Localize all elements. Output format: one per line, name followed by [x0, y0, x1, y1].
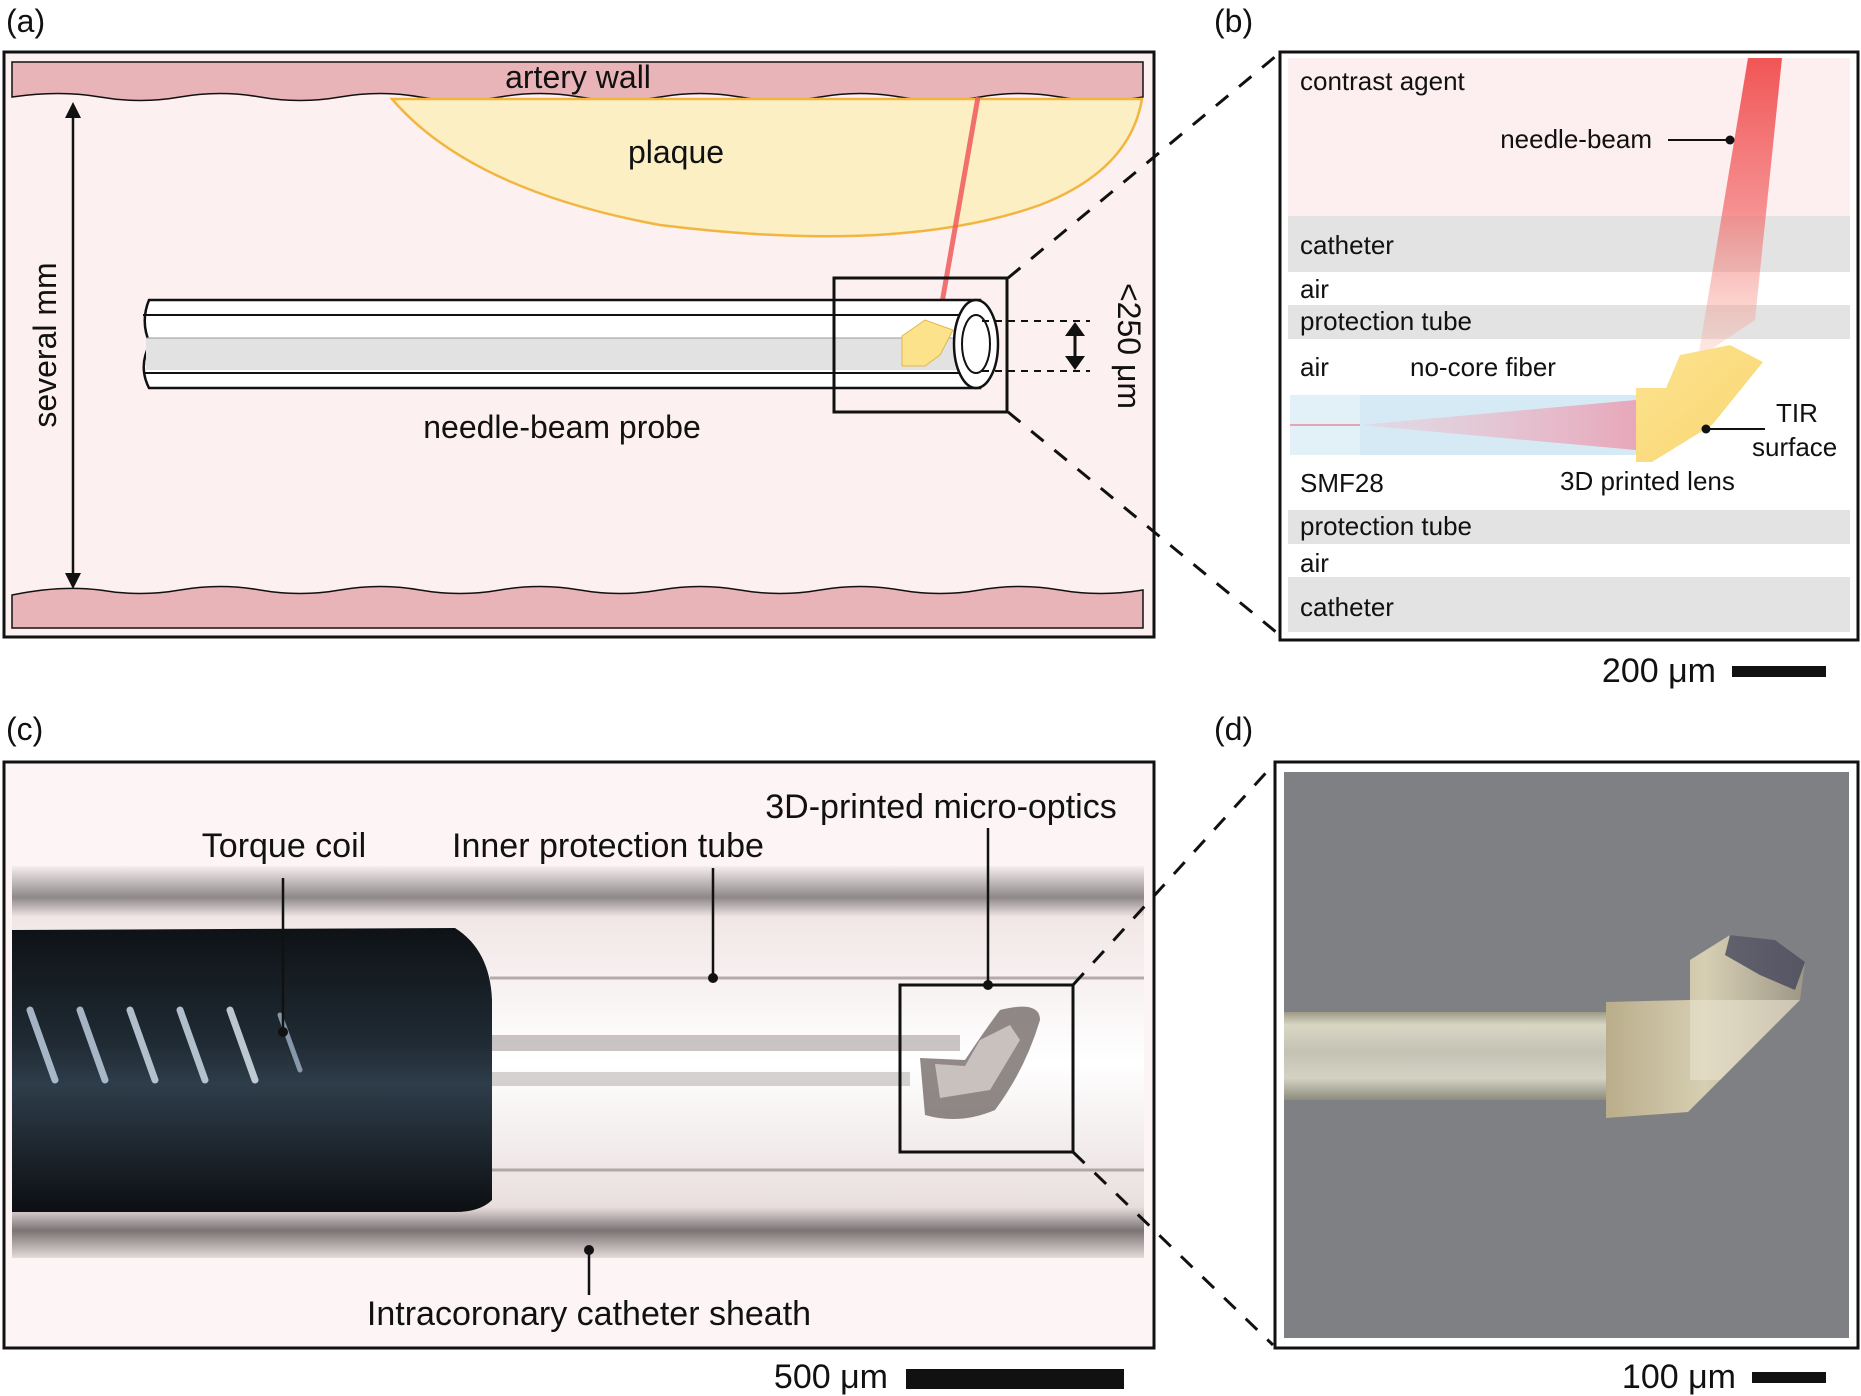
contrast-agent-label: contrast agent	[1300, 66, 1466, 96]
protection-tube-layer-top	[1288, 305, 1850, 339]
panel-d	[1273, 760, 1860, 1350]
scale-b-bar	[1732, 666, 1826, 677]
panel-b-letter: (b)	[1214, 3, 1253, 39]
probe-drawing	[142, 298, 1000, 390]
air-bottom-label: air	[1300, 548, 1329, 578]
inner-tube-label: Inner protection tube	[452, 827, 764, 865]
inner-fiber-c	[490, 1035, 960, 1051]
smf28-label: SMF28	[1300, 468, 1384, 498]
scale-c-label: 500 μm	[774, 1358, 888, 1396]
tir-label: TIR	[1776, 398, 1818, 428]
panel-d-letter: (d)	[1214, 711, 1253, 747]
plaque-label: plaque	[628, 134, 724, 170]
micro-optics-highlight	[935, 1025, 1020, 1098]
panel-c: Torque coil Inner protection tube 3D-pri…	[2, 760, 1156, 1350]
zoom-box-a	[832, 276, 1009, 414]
panel-a: several mm artery wall plaque <250 μm ne…	[2, 50, 1156, 639]
micro-optics-label: 3D-printed micro-optics	[765, 788, 1116, 826]
panel-b: contrast agent needle-beam catheter air …	[1278, 50, 1860, 642]
beam-cone	[1290, 400, 1636, 450]
printed-lens-shape	[1636, 345, 1763, 462]
tir-dot	[1701, 424, 1711, 434]
scale-d-bar	[1752, 1372, 1826, 1383]
panel-c-letter: (c)	[6, 711, 43, 747]
torque-coil-label: Torque coil	[202, 827, 366, 865]
no-core-fiber-label: no-core fiber	[1410, 352, 1556, 382]
protection-tube-top-label: protection tube	[1300, 306, 1472, 336]
surface-label: surface	[1752, 432, 1837, 462]
scale-b-label: 200 μm	[1602, 652, 1716, 690]
zoom-line-cd-top	[1071, 763, 1275, 987]
coil-highlights	[26, 1006, 303, 1084]
panel-a-letter: (a)	[6, 3, 45, 39]
catheter-top-label: catheter	[1300, 230, 1394, 260]
air-mid-label: air	[1300, 352, 1329, 382]
sheath-dot	[584, 1245, 594, 1255]
scale-d-label: 100 μm	[1622, 1358, 1736, 1396]
inner-tube-dot	[708, 973, 718, 983]
inner-fiber-c2	[490, 1072, 910, 1086]
needle-beam-label: needle-beam	[1500, 124, 1652, 154]
plaque	[389, 97, 1144, 238]
artery-wall-bottom	[11, 585, 1144, 629]
several-mm-arrow	[65, 102, 81, 589]
protection-tube-layer-bottom	[1288, 510, 1850, 544]
probe-label: needle-beam probe	[423, 409, 701, 445]
printed-lens-label: 3D printed lens	[1560, 466, 1735, 496]
air-top-label: air	[1300, 274, 1329, 304]
several-mm-label: several mm	[27, 262, 63, 427]
scale-c-bar	[906, 1369, 1124, 1389]
needle-beam-b	[1698, 58, 1782, 358]
needle-beam-a	[936, 96, 981, 321]
catheter-bottom-label: catheter	[1300, 592, 1394, 622]
diameter-arrow	[1065, 322, 1085, 370]
diameter-label: <250 μm	[1111, 283, 1147, 409]
micro-optics-dot	[983, 980, 993, 990]
protection-tube-bottom-label: protection tube	[1300, 511, 1472, 541]
artery-wall-label: artery wall	[505, 59, 651, 95]
needle-beam-dot	[1725, 135, 1735, 145]
torque-coil-dot	[278, 1027, 288, 1037]
fiber-d	[1284, 1012, 1610, 1100]
lens-d-face	[1690, 1000, 1800, 1080]
sheath-label: Intracoronary catheter sheath	[367, 1295, 811, 1333]
catheter-layer-bottom	[1288, 577, 1850, 632]
lens-d-cap	[1725, 935, 1805, 990]
